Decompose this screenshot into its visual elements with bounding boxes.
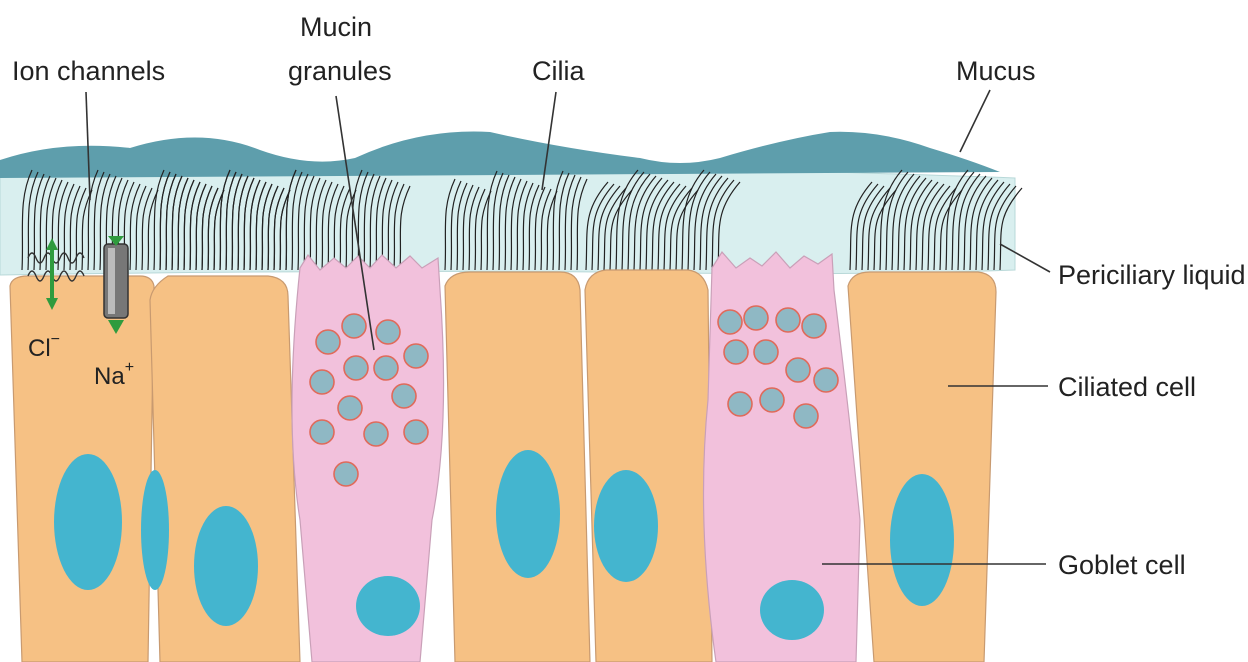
sodium-channel: [104, 244, 128, 318]
nucleus: [356, 576, 420, 636]
mucus-leader: [960, 90, 990, 152]
mucin-granule: [728, 392, 752, 416]
label-mucin-line1: Mucin: [300, 12, 372, 42]
ciliated-cell: [585, 270, 712, 662]
mucus-layer: [0, 132, 1000, 178]
mucin-granule: [814, 368, 838, 392]
mucin-granule: [754, 340, 778, 364]
nucleus: [890, 474, 954, 606]
mucin-granule: [374, 356, 398, 380]
mucin-granule: [344, 356, 368, 380]
mucin-granule: [802, 314, 826, 338]
chloride-charge: −: [51, 331, 60, 348]
mucin-granule: [404, 420, 428, 444]
mucin-granule: [724, 340, 748, 364]
nucleus: [141, 470, 169, 590]
label-ciliated-cell: Ciliated cell: [1058, 372, 1196, 402]
label-ion-channels: Ion channels: [12, 56, 165, 86]
mucin-granule: [794, 404, 818, 428]
label-periciliary-liquid: Periciliary liquid: [1058, 260, 1246, 290]
nucleus: [496, 450, 560, 578]
mucin-granule: [786, 358, 810, 382]
label-cilia: Cilia: [532, 56, 585, 86]
nucleus: [594, 470, 658, 582]
chloride-symbol: Cl: [28, 335, 51, 362]
sodium-channel-highlight: [108, 248, 115, 314]
mucin-granule: [718, 310, 742, 334]
nucleus: [760, 580, 824, 640]
nucleus: [54, 454, 122, 590]
sodium-charge: +: [125, 359, 134, 376]
mucin-granule: [342, 314, 366, 338]
mucin-granule: [760, 388, 784, 412]
mucin-granule: [338, 396, 362, 420]
mucin-granule: [744, 306, 768, 330]
cell-layer: [10, 252, 996, 662]
mucin-granule: [376, 320, 400, 344]
mucin-granule: [364, 422, 388, 446]
mucin-granule: [392, 384, 416, 408]
mucin-granule: [310, 370, 334, 394]
mucin-granule: [776, 308, 800, 332]
label-goblet-cell: Goblet cell: [1058, 550, 1186, 580]
label-mucus: Mucus: [956, 56, 1036, 86]
mucin-granule: [316, 330, 340, 354]
nucleus: [194, 506, 258, 626]
mucin-granule: [310, 420, 334, 444]
sodium-symbol: Na: [94, 363, 125, 390]
label-mucin-line2: granules: [288, 56, 392, 86]
mucin-granule: [404, 344, 428, 368]
mucin-granule: [334, 462, 358, 486]
